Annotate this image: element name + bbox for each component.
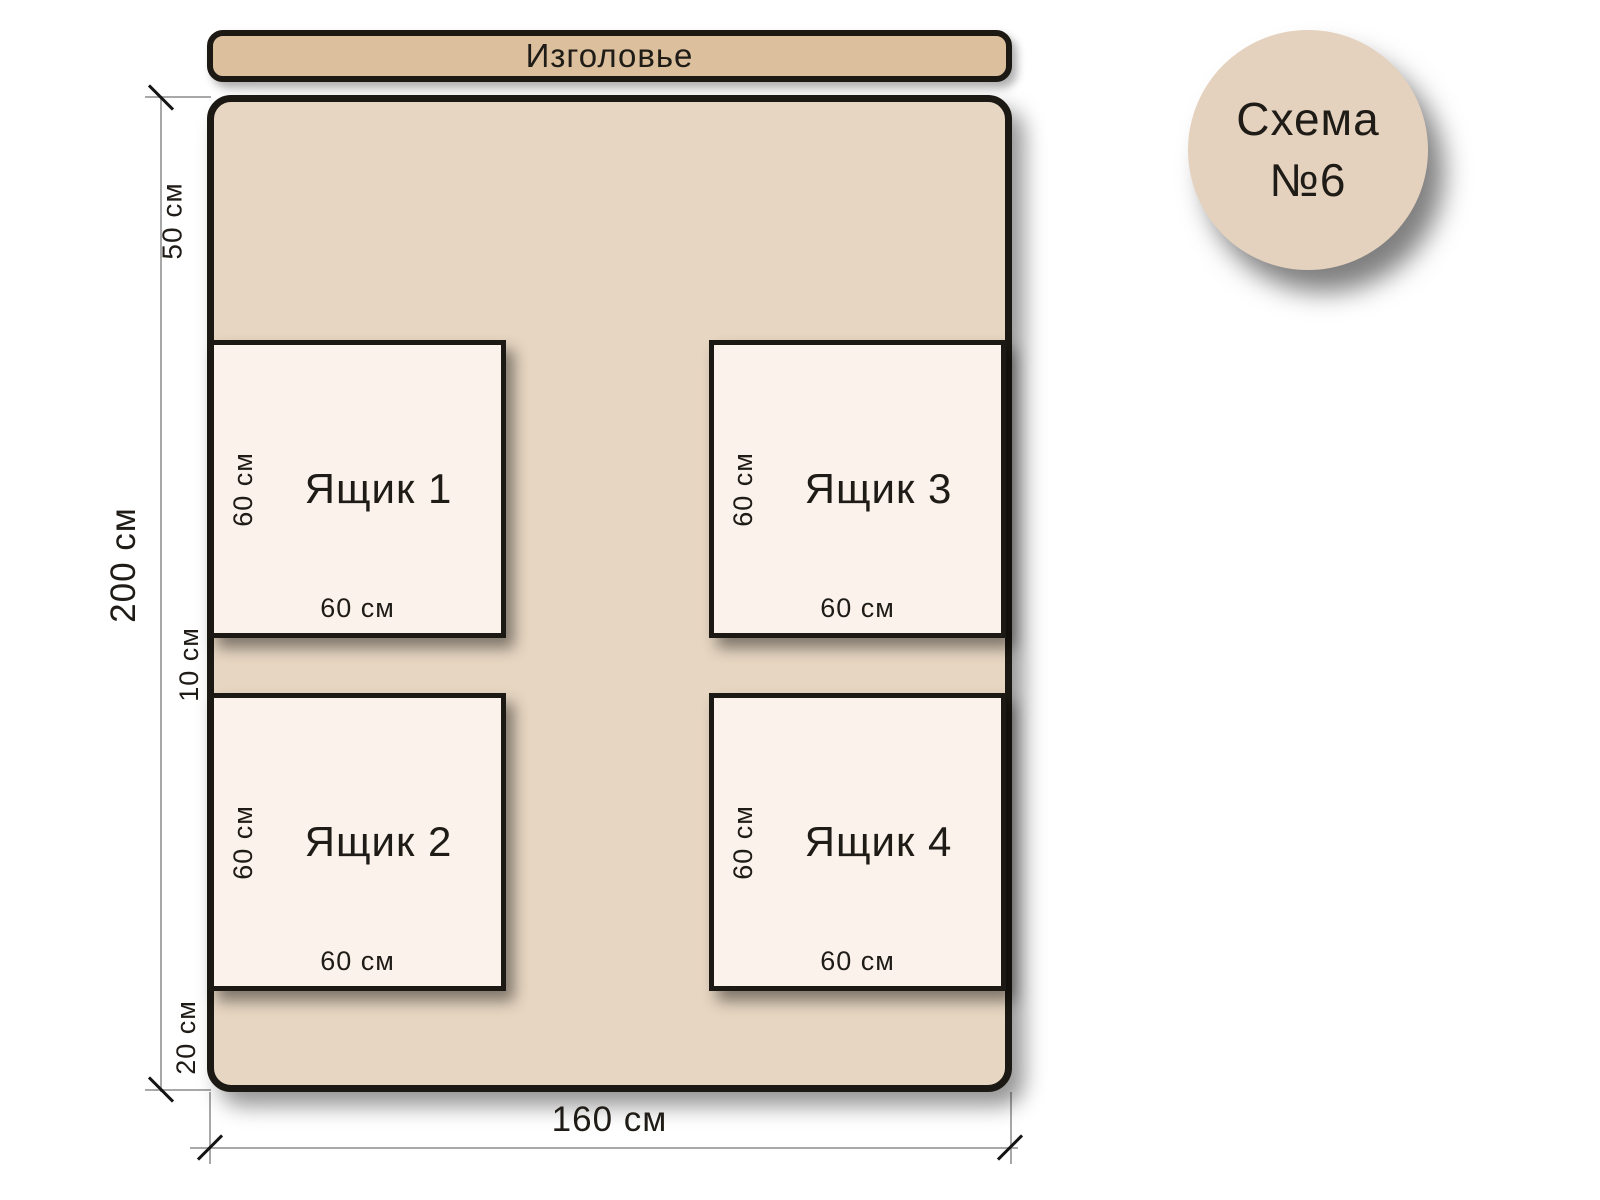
height-dimension-line <box>160 97 162 1092</box>
drawer-4-width-dimension: 60 см <box>820 946 895 976</box>
bottom-connector-line <box>145 1089 211 1091</box>
foot-offset-dimension: 20 см <box>170 1000 201 1075</box>
drawer-2: 60 см Ящик 2 60 см <box>209 693 506 991</box>
scheme-badge-title: Схема <box>1236 93 1380 146</box>
drawer-gap-dimension: 10 см <box>173 626 204 702</box>
headboard: Изголовье <box>207 30 1012 82</box>
drawer-4: 60 см Ящик 4 60 см <box>709 693 1006 991</box>
drawer-3-label: Ящик 3 <box>804 465 953 512</box>
total-width-dimension: 160 см <box>551 1100 668 1139</box>
drawer-1-label: Ящик 1 <box>304 465 453 512</box>
drawer-1: 60 см Ящик 1 60 см <box>209 340 506 638</box>
scheme-badge-number: №6 <box>1269 154 1347 206</box>
scheme-badge: Схема №6 <box>1188 30 1428 270</box>
head-offset-dimension: 50 см <box>157 182 188 260</box>
total-height-dimension: 200 см <box>104 507 143 623</box>
top-connector-line <box>145 96 211 98</box>
drawer-2-width-dimension: 60 см <box>320 946 395 976</box>
drawer-2-height-dimension: 60 см <box>227 804 258 880</box>
drawer-4-height-dimension: 60 см <box>727 804 758 880</box>
drawer-1-width-dimension: 60 см <box>320 593 395 623</box>
drawer-4-label: Ящик 4 <box>804 818 953 865</box>
drawer-3: 60 см Ящик 3 60 см <box>709 340 1006 638</box>
width-dimension-line <box>190 1147 1018 1149</box>
drawer-3-width-dimension: 60 см <box>820 593 895 623</box>
right-extension-line <box>1010 1092 1012 1164</box>
headboard-label: Изголовье <box>525 37 694 74</box>
drawer-3-height-dimension: 60 см <box>727 451 758 527</box>
left-extension-line <box>209 1092 211 1164</box>
drawer-2-label: Ящик 2 <box>304 818 453 865</box>
drawer-1-height-dimension: 60 см <box>227 451 258 527</box>
